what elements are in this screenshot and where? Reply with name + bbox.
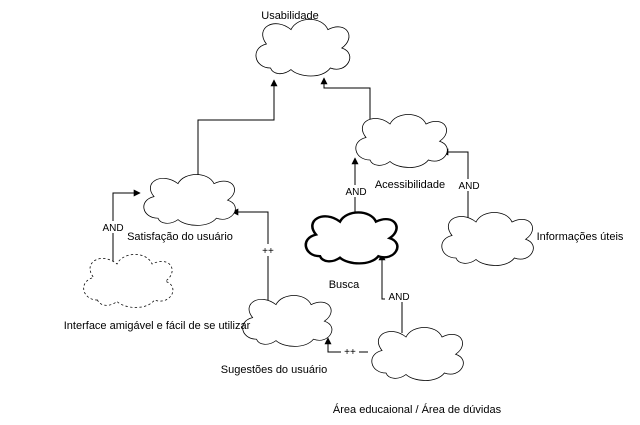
edges: [112, 77, 469, 353]
label-usabilidade: Usabilidade: [261, 10, 318, 22]
edge-label-and-informacoes: AND: [458, 181, 479, 192]
cloud-informacoes[interactable]: [441, 212, 534, 266]
edge-informacoes-acessibilidade: [441, 148, 469, 218]
label-area: Área educaional / Área de dúvidas: [333, 403, 502, 416]
label-satisfacao: Satisfação do usuário: [127, 231, 233, 243]
edge-acessibilidade-usabilidade: [320, 77, 371, 122]
cloud-satisfacao[interactable]: [143, 174, 236, 226]
cloud-sugestoes[interactable]: [242, 295, 333, 347]
edge-satisfacao-usabilidade: [197, 79, 278, 183]
node-labels: Usabilidade Acessibilidade Satisfação do…: [64, 10, 624, 416]
cloud-busca[interactable]: [304, 211, 399, 265]
edge-label-plus-sugestoes: ++: [262, 246, 274, 257]
edge-label-and-interface: AND: [102, 223, 123, 234]
label-acessibilidade: Acessibilidade: [375, 179, 445, 191]
cloud-area[interactable]: [371, 327, 464, 381]
label-informacoes: Informações úteis: [537, 231, 624, 243]
label-interface: Interface amigável e fácil de se utiliza…: [64, 320, 251, 332]
edge-label-and-busca: AND: [345, 187, 366, 198]
edge-label-and-area: AND: [388, 292, 409, 303]
edge-sugestoes-satisfacao: [231, 208, 269, 303]
cloud-interface[interactable]: [83, 254, 174, 308]
label-busca: Busca: [329, 279, 360, 291]
edge-interface-satisfacao: [112, 189, 141, 262]
label-sugestoes: Sugestões do usuário: [221, 364, 327, 376]
cloud-acessibilidade[interactable]: [355, 114, 448, 168]
edge-label-plus-area: ++: [344, 347, 356, 358]
edge-labels: AND AND AND ++ AND ++: [99, 179, 483, 358]
cloud-usabilidade[interactable]: [255, 18, 351, 77]
